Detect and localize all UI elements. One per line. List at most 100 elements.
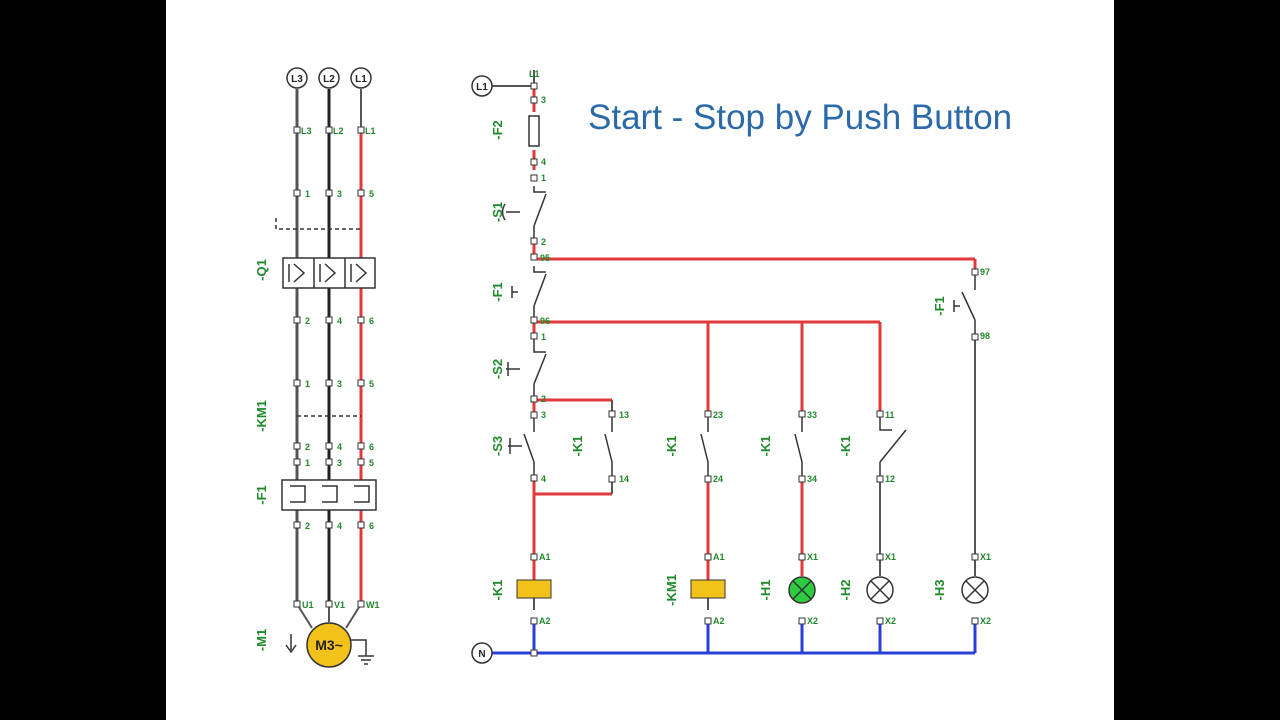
terminal-point: [530, 411, 538, 419]
svg-text:3: 3: [337, 189, 342, 199]
tag-h2: -H2: [838, 580, 853, 601]
tag-f1-aux: -F1: [932, 296, 947, 316]
svg-text:24: 24: [713, 474, 723, 484]
svg-text:2: 2: [541, 237, 546, 247]
tag-h1: -H1: [758, 580, 773, 601]
tag-km1: -KM1: [254, 400, 269, 432]
tag-h3: -H3: [932, 580, 947, 601]
svg-text:2: 2: [305, 442, 310, 452]
svg-text:X1: X1: [885, 552, 896, 562]
terminal-point: [325, 442, 333, 450]
svg-text:4: 4: [541, 157, 546, 167]
supply-l1: L1: [355, 74, 367, 85]
terminal-point: [325, 189, 333, 197]
terminal-point: [876, 617, 884, 625]
tag-k1-coil: -K1: [490, 580, 505, 601]
terminal-point: [293, 458, 301, 466]
svg-text:1: 1: [541, 173, 546, 183]
terminal-point: [357, 458, 365, 466]
svg-text:4: 4: [337, 521, 342, 531]
terminal-point: [608, 410, 616, 418]
tag-f1-control: -F1: [490, 282, 505, 302]
svg-text:V1: V1: [334, 600, 345, 610]
supply-l3: L3: [291, 74, 303, 85]
control-contacts: [501, 186, 976, 479]
svg-text:X2: X2: [980, 616, 991, 626]
control-supplies: L1 N: [471, 75, 493, 664]
tag-k1-km1-contact: -K1: [664, 436, 679, 457]
terminal-point: [325, 600, 333, 608]
svg-text:2: 2: [305, 316, 310, 326]
control-wiring: [492, 70, 977, 655]
terminal-point: [530, 316, 538, 324]
terminal-point: [325, 126, 333, 134]
svg-text:X2: X2: [885, 616, 896, 626]
svg-text:1: 1: [305, 189, 310, 199]
terminal-point: [357, 600, 365, 608]
terminal-point: [530, 649, 538, 657]
svg-text:11: 11: [885, 410, 895, 420]
svg-text:W1: W1: [366, 600, 380, 610]
terminal-point: [704, 475, 712, 483]
terminal-point: [876, 475, 884, 483]
svg-text:6: 6: [369, 521, 374, 531]
tag-km1-coil: -KM1: [664, 574, 679, 606]
svg-text:U1: U1: [302, 600, 314, 610]
svg-text:1: 1: [305, 379, 310, 389]
terminal-point: [798, 617, 806, 625]
svg-text:4: 4: [541, 474, 546, 484]
terminal-point: [530, 158, 538, 166]
terminal-point: [704, 553, 712, 561]
tag-f2: -F2: [490, 120, 505, 140]
terminal-point: [357, 189, 365, 197]
svg-text:3: 3: [541, 410, 546, 420]
terminal-point: [530, 174, 538, 182]
svg-text:5: 5: [369, 189, 374, 199]
lamp-h3: [961, 576, 989, 604]
svg-text:4: 4: [337, 316, 342, 326]
svg-text:98: 98: [980, 331, 990, 341]
supply-neutral: N: [478, 649, 485, 660]
svg-text:33: 33: [807, 410, 817, 420]
svg-text:A1: A1: [713, 552, 725, 562]
svg-text:96: 96: [540, 316, 550, 326]
terminal-point: [357, 379, 365, 387]
terminal-point: [798, 475, 806, 483]
svg-text:4: 4: [337, 442, 342, 452]
terminal-point: [293, 521, 301, 529]
svg-text:13: 13: [619, 410, 629, 420]
terminal-point: [325, 521, 333, 529]
terminal-point: [971, 617, 979, 625]
diagram-title: Start - Stop by Push Button: [588, 98, 1012, 137]
svg-text:14: 14: [619, 474, 629, 484]
control-terminal-labels: L1 3 4 1 2 95 96 1 2 3 4 13 14 A1 A2 23 …: [529, 69, 991, 626]
terminal-point: [530, 82, 538, 90]
terminal-point: [357, 316, 365, 324]
q1-breaker: [282, 257, 376, 289]
svg-text:X1: X1: [980, 552, 991, 562]
svg-text:1: 1: [305, 458, 310, 468]
power-wires: [295, 89, 362, 604]
terminal-point: [704, 617, 712, 625]
svg-text:5: 5: [369, 458, 374, 468]
terminal-point: [530, 96, 538, 104]
svg-text:23: 23: [713, 410, 723, 420]
svg-text:L1: L1: [365, 126, 376, 136]
motor-m1: [306, 622, 352, 668]
terminal-point: [325, 379, 333, 387]
svg-text:L3: L3: [301, 126, 312, 136]
tag-f1: -F1: [254, 485, 269, 505]
svg-text:1: 1: [541, 332, 546, 342]
svg-text:6: 6: [369, 442, 374, 452]
coil-k1: [516, 579, 552, 599]
svg-text:3: 3: [337, 458, 342, 468]
terminal-point: [971, 333, 979, 341]
svg-text:3: 3: [337, 379, 342, 389]
svg-text:95: 95: [540, 253, 550, 263]
motor-label: M3~: [315, 637, 343, 653]
terminal-point: [325, 316, 333, 324]
terminal-point: [293, 600, 301, 608]
terminal-point: [530, 332, 538, 340]
coil-km1: [690, 579, 726, 599]
terminal-point: [530, 237, 538, 245]
